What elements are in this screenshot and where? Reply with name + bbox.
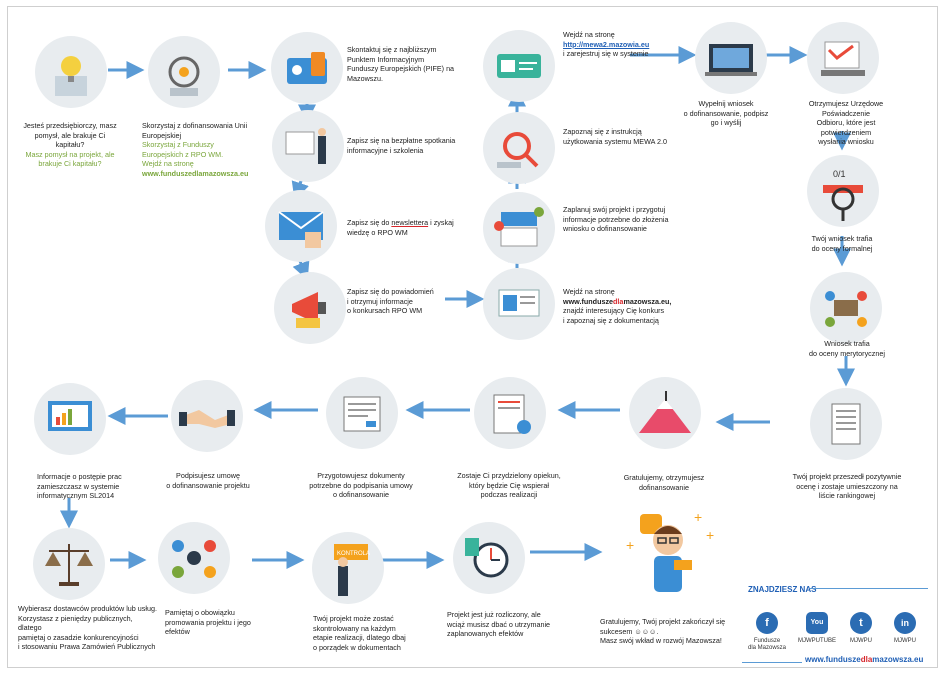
- receipt-icon: [807, 22, 879, 94]
- step-21-text: Wybierasz dostawców produktów lub usług.…: [18, 604, 157, 651]
- step-1-text: Jesteś przedsiębiorczy, masz pomysł, ale…: [23, 121, 117, 169]
- merit-review-icon: [810, 272, 882, 344]
- step-10-text: Wejdź na stronę http://mewa2.mazowia.eu …: [563, 30, 650, 58]
- documents-icon: [483, 268, 555, 340]
- inspection-icon: KONTROLA: [312, 532, 384, 604]
- newsletter-icon: [265, 190, 337, 262]
- step-2-link[interactable]: www.funduszedlamazowsza.eu: [142, 168, 249, 178]
- linkedin-icon: in: [894, 612, 916, 634]
- kontrola-label: KONTROLA: [337, 551, 370, 557]
- step-9-text: Zapoznaj się z instrukcją użytkowania sy…: [563, 127, 667, 146]
- mountain-icon: [629, 377, 701, 449]
- linkedin-link[interactable]: in MJWPU: [880, 612, 930, 645]
- step-23-text: Twój projekt może zostać skontrolowany n…: [313, 614, 406, 652]
- step-24-text: Projekt jest już rozliczony, ale wciąż m…: [447, 610, 551, 638]
- ranking-icon: [810, 388, 882, 460]
- settlement-icon: [453, 522, 525, 594]
- youtube-icon: You: [806, 612, 828, 634]
- scales-icon: [33, 528, 105, 600]
- heading-rule: [810, 588, 928, 589]
- step-7-text: Wejdź na stronę www.funduszedlamazowsza.…: [563, 287, 672, 325]
- step-4-text: Zapisz się na bezpłatne spotkania inform…: [347, 136, 456, 155]
- facebook-link[interactable]: f Fundusze dla Mazowsza: [742, 612, 792, 651]
- find-us-heading: ZNAJDZIESZ NAS: [748, 585, 817, 594]
- megaphone-icon: [274, 272, 346, 344]
- twitter-label: MJWPU: [850, 638, 872, 644]
- step-6-text: Zapisz się do powiadomień i otrzymuj inf…: [347, 287, 434, 315]
- step-17-text: Zostaje Ci przydzielony opiekun, który b…: [457, 471, 561, 499]
- application-icon: [695, 22, 767, 94]
- step-19-text: Podpisujesz umowę o dofinansowanie proje…: [166, 471, 250, 490]
- step-14-text: Wniosek trafia do oceny merytorycznej: [809, 339, 885, 358]
- step-13-text: Twój wniosek trafia do oceny formalnej: [811, 234, 873, 253]
- step-25-text: Gratulujemy, Twój projekt zakończył się …: [600, 617, 726, 645]
- planning-icon: [483, 192, 555, 264]
- footer-rule: [742, 662, 802, 663]
- training-icon: [272, 110, 344, 182]
- counter-label: 0/1: [833, 169, 846, 179]
- step-16-text: Gratulujemy, otrzymujesz dofinansowanie: [623, 473, 705, 492]
- idea-icon: [35, 36, 107, 108]
- step-7-link[interactable]: www.funduszedlamazowsza.eu,: [563, 296, 672, 306]
- twitter-link[interactable]: t MJWPU: [836, 612, 886, 645]
- progress-report-icon: [34, 383, 106, 455]
- contact-icon: [271, 32, 343, 104]
- facebook-label: Fundusze dla Mazowsza: [747, 638, 786, 651]
- handshake-icon: [171, 380, 243, 452]
- step-20-text: Informacje o postępie prac zamieszczasz …: [37, 472, 122, 500]
- supervisor-icon: [474, 377, 546, 449]
- promotion-icon: [158, 522, 230, 594]
- step-8-text: Zaplanuj swój projekt i przygotuj inform…: [563, 205, 669, 233]
- step-5-text: Zapisz się do newslettera i zyskaj wiedz…: [347, 218, 454, 237]
- newsletter-word: newslettera: [391, 218, 429, 227]
- footer-url[interactable]: www.funduszedlamazowsza.eu: [805, 655, 924, 664]
- step-15-text: Twój projekt przeszedł pozytywnie ocenę …: [792, 472, 902, 500]
- paperwork-icon: [326, 377, 398, 449]
- step-12-text: Otrzymujesz Urzędowe Poświadczenie Odbio…: [808, 99, 884, 146]
- formal-review-icon: 0/1: [807, 155, 879, 227]
- step-3-text: Skontaktuj się z najbliższym Punktem Inf…: [347, 45, 455, 83]
- step-2-green-text: Skorzystaj z Funduszy Europejskich z RPO…: [142, 140, 224, 168]
- instruction-icon: [483, 112, 555, 184]
- step-11-text: Wypełnij wniosek o dofinansowanie, podpi…: [683, 99, 769, 127]
- page-frame: [7, 6, 938, 668]
- funding-icon: [148, 36, 220, 108]
- step-18-text: Przygotowujesz dokumenty potrzebne do po…: [309, 471, 413, 499]
- svg-text:+: +: [626, 537, 634, 553]
- step-1-green-text: Masz pomysł na projekt, ale brakuje Ci k…: [25, 149, 115, 169]
- register-icon: [483, 30, 555, 102]
- svg-text:+: +: [694, 509, 702, 525]
- svg-text:+: +: [706, 527, 714, 543]
- step-10-link[interactable]: http://mewa2.mazowia.eu: [563, 39, 650, 49]
- youtube-link[interactable]: You MJWPUTUBE: [792, 612, 842, 645]
- step-22-text: Pamiętaj o obowiązku promowania projektu…: [165, 608, 251, 636]
- facebook-icon: f: [756, 612, 778, 634]
- winner-illustration: + + +: [610, 500, 720, 600]
- step-2-text: Skorzystaj z dofinansowania Unii Europej…: [142, 121, 249, 178]
- twitter-icon: t: [850, 612, 872, 634]
- youtube-label: MJWPUTUBE: [798, 638, 836, 644]
- linkedin-label: MJWPU: [894, 638, 916, 644]
